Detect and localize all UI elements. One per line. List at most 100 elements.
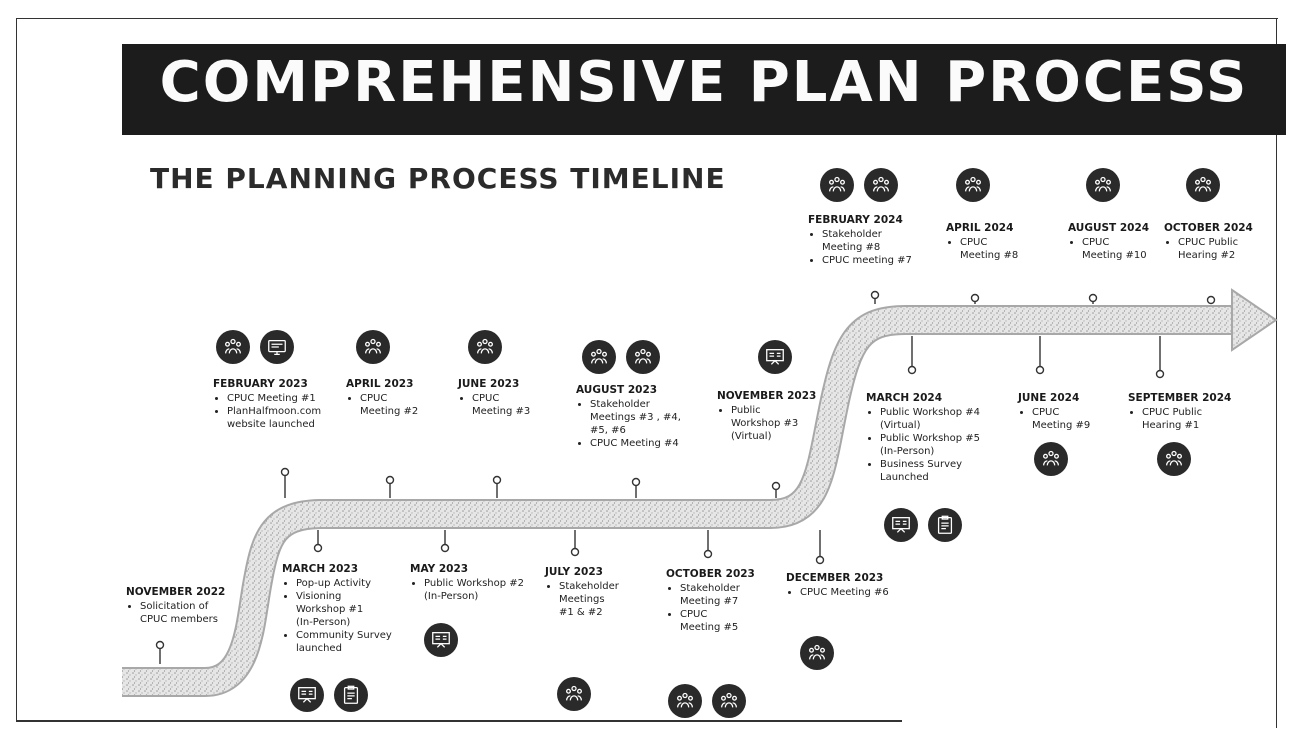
milestone-detail: CPUC meeting #7: [822, 254, 912, 267]
milestone-feb-2023: FEBRUARY 2023 CPUC Meeting #1 PlanHalfmo…: [213, 378, 321, 431]
pin-marker: [970, 293, 980, 303]
monitor-icon: [260, 330, 294, 364]
timeline-subtitle: THE PLANNING PROCESS TIMELINE: [150, 162, 726, 195]
people-meeting-icon: [582, 340, 616, 374]
pin-marker: [1088, 293, 1098, 303]
pin-marker: [440, 543, 450, 553]
milestone-date: OCTOBER 2023: [666, 568, 755, 580]
pin-marker: [313, 543, 323, 553]
clipboard-icon: [334, 678, 368, 712]
presentation-board-icon: [424, 623, 458, 657]
milestone-date: OCTOBER 2024: [1164, 222, 1253, 234]
milestone-date: APRIL 2023: [346, 378, 414, 390]
milestone-date: JUNE 2023: [458, 378, 520, 390]
people-meeting-icon: [216, 330, 250, 364]
milestone-detail: Public Workshop #5(In-Person): [880, 432, 980, 458]
milestone-detail: Pop-up Activity: [296, 577, 392, 590]
milestone-date: FEBRUARY 2024: [808, 214, 903, 226]
pin-marker: [870, 290, 880, 300]
people-meeting-icon: [356, 330, 390, 364]
people-meeting-icon: [626, 340, 660, 374]
milestone-detail: Public Workshop #4(Virtual): [880, 406, 980, 432]
milestone-date: AUGUST 2023: [576, 384, 658, 396]
milestone-date: JULY 2023: [545, 566, 603, 578]
frame-border-top: [16, 18, 1278, 19]
milestone-date: FEBRUARY 2023: [213, 378, 308, 390]
pin-marker: [1206, 295, 1216, 305]
milestone-dec-2023: DECEMBER 2023 CPUC Meeting #6: [786, 572, 889, 599]
milestone-mar-2023: MARCH 2023 Pop-up Activity VisioningWork…: [282, 563, 392, 655]
people-meeting-icon: [800, 636, 834, 670]
frame-border-right: [1276, 18, 1277, 728]
page-title: COMPREHENSIVE PLAN PROCESS: [159, 50, 1249, 115]
title-banner: COMPREHENSIVE PLAN PROCESS: [122, 44, 1286, 135]
people-meeting-icon: [712, 684, 746, 718]
frame-border-bottom: [16, 720, 902, 722]
milestone-date: NOVEMBER 2022: [126, 586, 226, 598]
pin-marker: [155, 640, 165, 650]
pin-marker: [815, 555, 825, 565]
road-band-texture: [122, 307, 1235, 695]
pin-marker: [385, 475, 395, 485]
people-meeting-icon: [820, 168, 854, 202]
milestone-mar-2024: MARCH 2024 Public Workshop #4(Virtual) P…: [866, 392, 980, 484]
milestone-date: APRIL 2024: [946, 222, 1014, 234]
pin-marker: [492, 475, 502, 485]
milestone-date: NOVEMBER 2023: [717, 390, 817, 402]
milestone-date: SEPTEMBER 2024: [1128, 392, 1232, 404]
people-meeting-icon: [668, 684, 702, 718]
milestone-detail: CPUC Meeting #4: [590, 437, 681, 450]
milestone-detail: Public Workshop #2(In-Person): [424, 577, 524, 603]
milestone-date: MARCH 2024: [866, 392, 943, 404]
people-meeting-icon: [468, 330, 502, 364]
pin-marker: [703, 549, 713, 559]
pin-marker: [771, 481, 781, 491]
pin-marker: [907, 365, 917, 375]
milestone-date: JUNE 2024: [1018, 392, 1080, 404]
presentation-board-icon: [290, 678, 324, 712]
pin-marker: [1035, 365, 1045, 375]
people-meeting-icon: [864, 168, 898, 202]
milestone-detail: CPUC Meeting #1: [227, 392, 321, 405]
pin-marker: [1155, 369, 1165, 379]
milestone-date: DECEMBER 2023: [786, 572, 884, 584]
pin-marker: [570, 547, 580, 557]
presentation-board-icon: [884, 508, 918, 542]
milestone-date: MARCH 2023: [282, 563, 359, 575]
milestone-date: MAY 2023: [410, 563, 469, 575]
people-meeting-icon: [956, 168, 990, 202]
people-meeting-icon: [1157, 442, 1191, 476]
people-meeting-icon: [1086, 168, 1120, 202]
road-arrow-head: [1231, 288, 1278, 352]
